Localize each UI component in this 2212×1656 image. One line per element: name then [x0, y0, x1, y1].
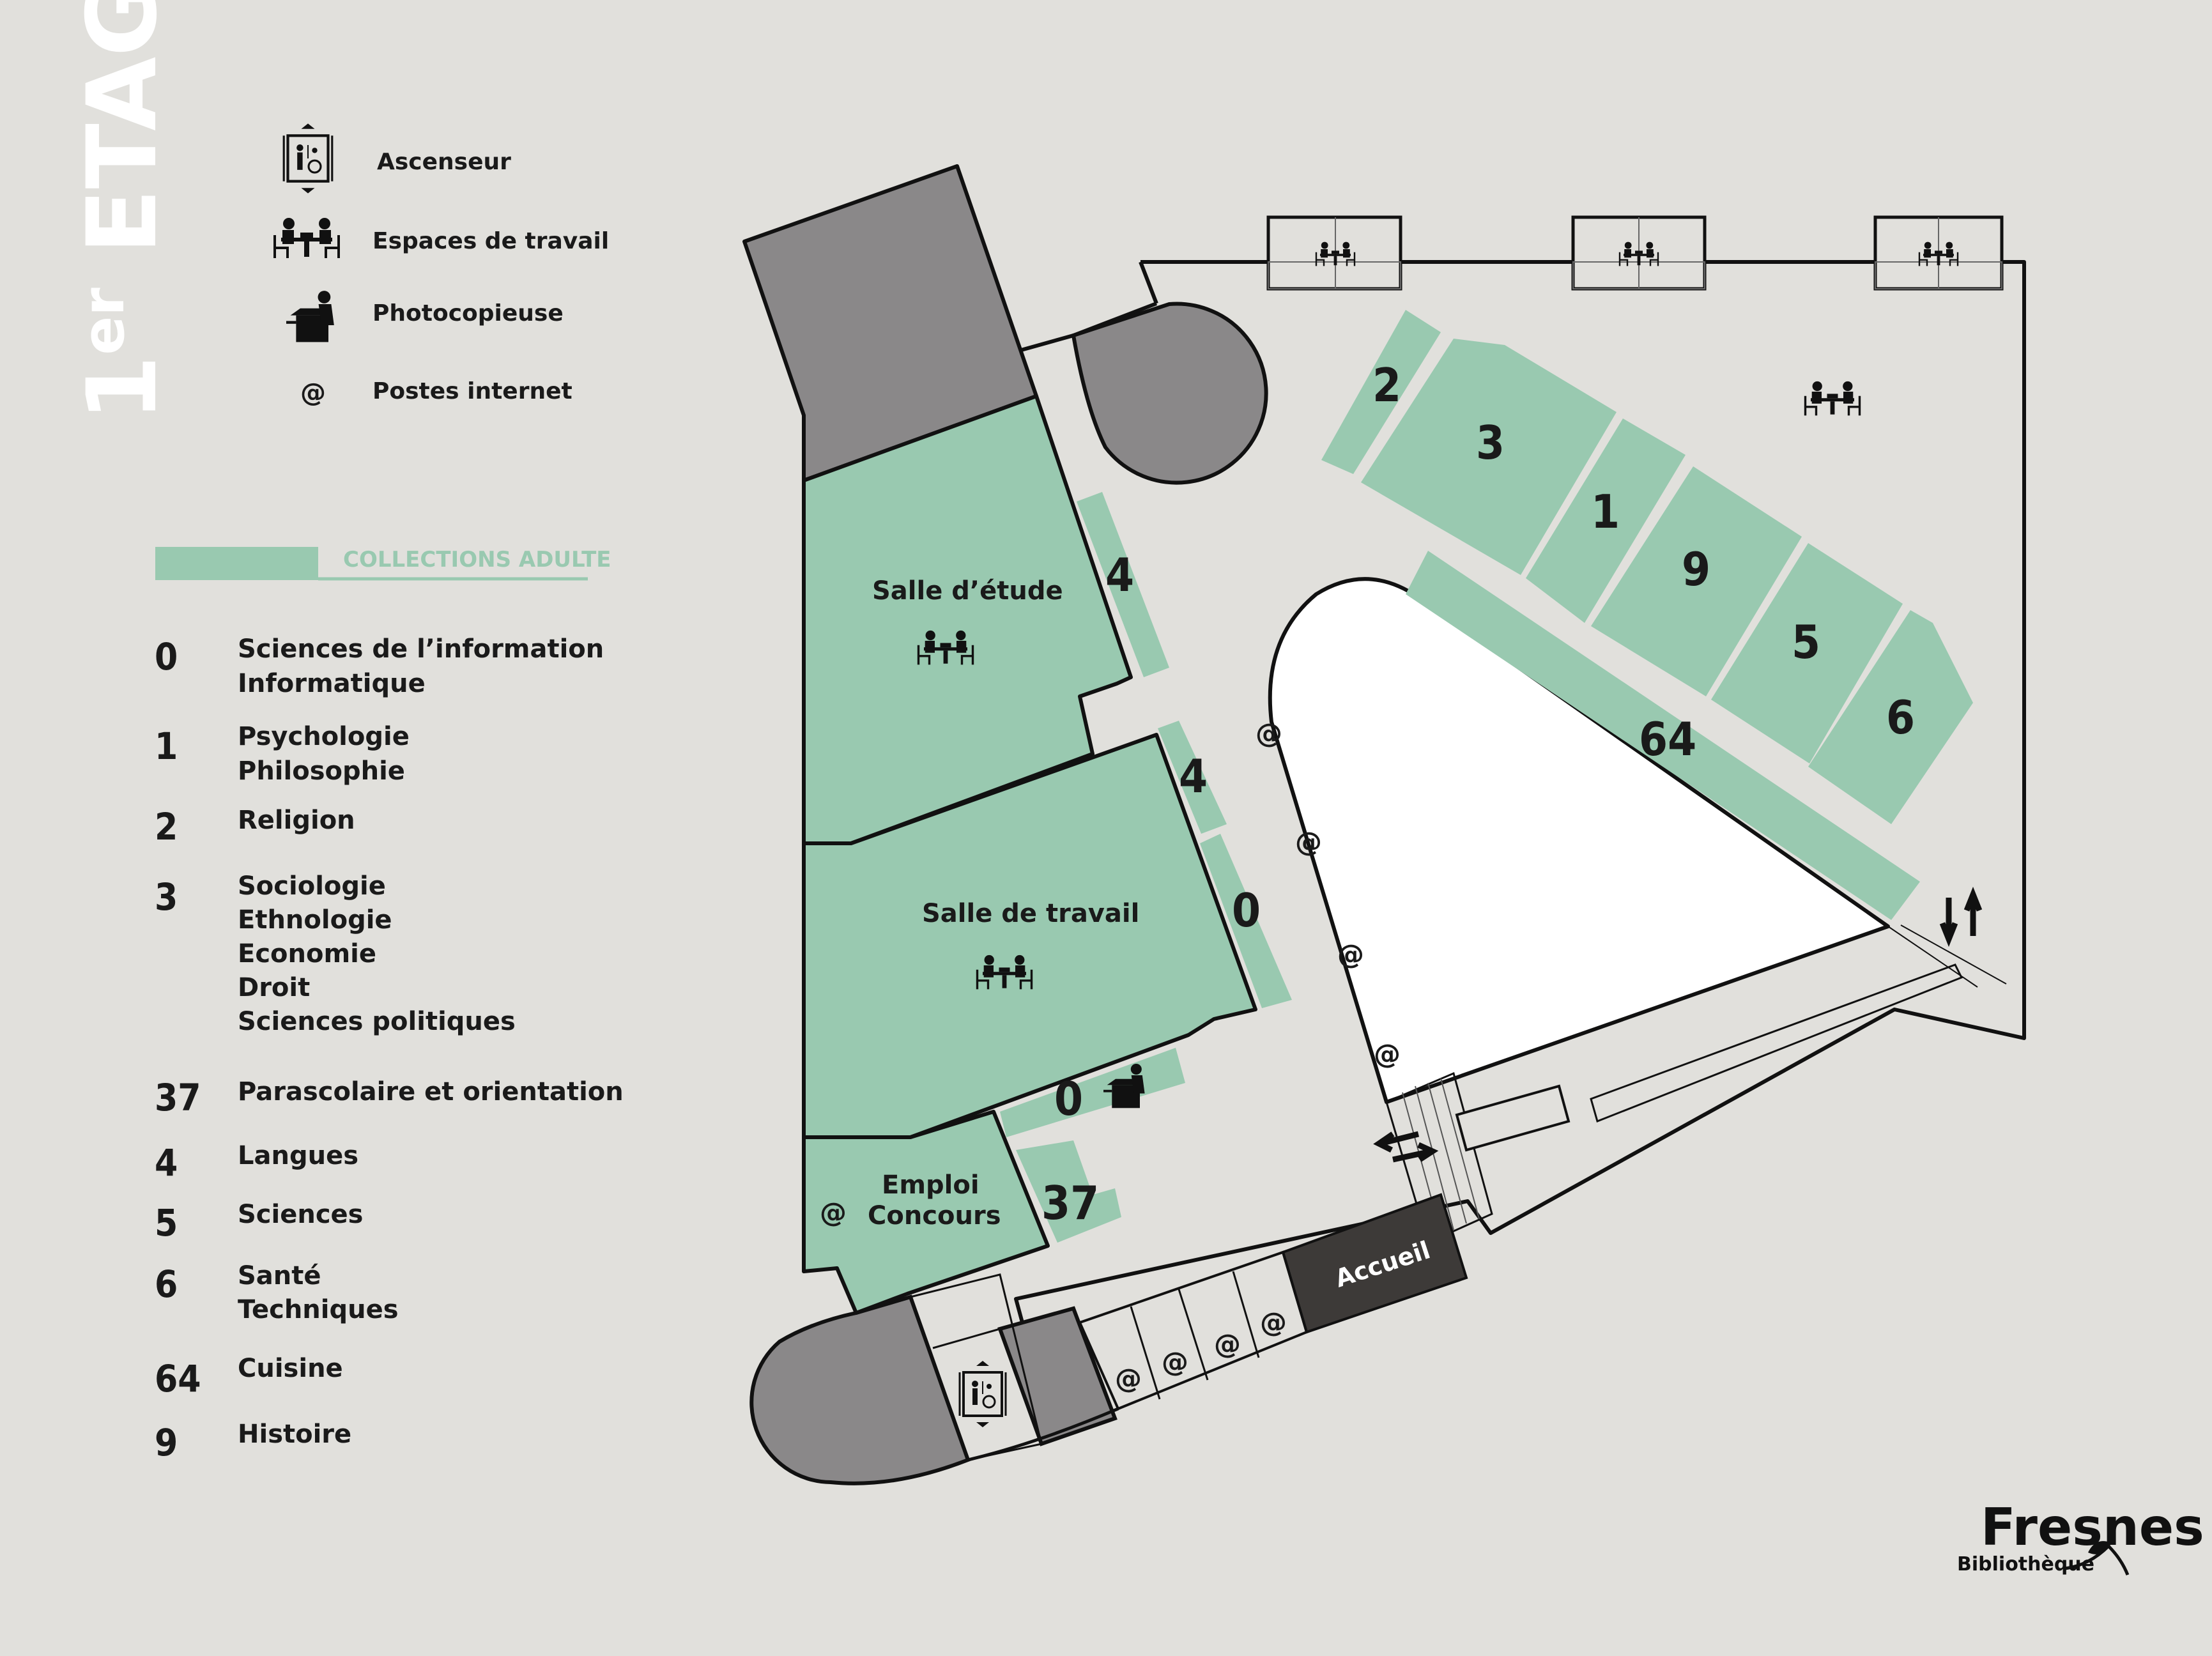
shelf-3 [1361, 339, 1617, 575]
at-icon: @ [1162, 1346, 1188, 1377]
collection-line: Informatique [238, 669, 426, 698]
workspace-icon [273, 217, 340, 259]
collection-line: Philosophie [238, 756, 405, 786]
room-label-salle-etude: Salle d’étude [872, 576, 1063, 606]
at-icon: @ [300, 378, 326, 408]
collection-line: Histoire [238, 1420, 351, 1449]
collection-code: 2 [155, 805, 178, 848]
shelf-label-9: 9 [1682, 542, 1710, 596]
legend-label-postes: Postes internet [373, 378, 572, 404]
shelf-0-upper [1200, 834, 1292, 1008]
ramp-line [1900, 924, 2007, 985]
collection-code: 3 [155, 875, 178, 919]
shelf-label-1: 1 [1591, 485, 1620, 539]
at-icon: @ [1214, 1328, 1241, 1360]
service-rotunda-south [749, 1294, 971, 1485]
room-label-emploi: Emploi [882, 1170, 979, 1200]
logo-subtitle: Bibliothèque [1957, 1553, 2094, 1575]
alcove-3 [1873, 215, 2004, 291]
service-rotunda-north [1071, 302, 1268, 485]
collection-code: 9 [155, 1421, 178, 1464]
alcove-1 [1266, 215, 1402, 291]
at-icon: @ [1295, 826, 1322, 857]
shelf-2 [1321, 310, 1441, 474]
collection-code: 5 [155, 1201, 178, 1245]
shelf-6 [1808, 610, 1973, 824]
collection-line: Cuisine [238, 1354, 343, 1383]
collection-code: 6 [155, 1262, 178, 1306]
collection-line: Economie [238, 939, 376, 969]
at-icon: @ [1256, 717, 1282, 749]
elevator-icon [284, 123, 332, 193]
photocopier-icon [286, 291, 334, 342]
shelf-4-lower [1158, 721, 1227, 834]
shelf-9 [1591, 466, 1802, 696]
room-label-salle-travail: Salle de travail [922, 899, 1139, 928]
shelf-label-0-lower: 0 [1054, 1072, 1083, 1126]
collection-code: 1 [155, 724, 178, 768]
shelf-5 [1711, 543, 1903, 763]
shelf-label-3: 3 [1476, 416, 1505, 470]
wall-segment [1139, 261, 1158, 305]
shelf-37 [1016, 1140, 1121, 1243]
collection-line: Langues [238, 1141, 358, 1170]
collections-list: 0 Sciences de l’information Informatique… [155, 634, 624, 1464]
floor-plan: Accueil 2 3 1 9 5 6 64 4 4 0 0 37 Salle … [742, 164, 2026, 1485]
internet-markers: @ @ @ @ @ @ @ @ @ [820, 717, 1401, 1394]
room-label-concours: Concours [868, 1201, 1001, 1230]
service-block-south [997, 1306, 1118, 1446]
collection-code: 64 [155, 1357, 201, 1400]
shelf-label-5: 5 [1792, 615, 1820, 669]
collection-line: Sciences de l’information [238, 634, 604, 664]
shelf-label-0-upper: 0 [1232, 884, 1261, 937]
collection-line: Religion [238, 806, 355, 835]
legend-label-photocopieuse: Photocopieuse [373, 300, 564, 326]
elevator-icon [958, 1360, 1007, 1429]
collection-line: Psychologie [238, 722, 410, 751]
collection-line: Ethnologie [238, 905, 392, 935]
alcove-2 [1571, 215, 1707, 291]
collection-line: Parascolaire et orientation [238, 1077, 624, 1107]
collection-line: Sciences [238, 1200, 363, 1229]
at-icon: @ [1374, 1038, 1401, 1070]
building-outline [1014, 260, 2026, 1323]
collection-line: Sociologie [238, 871, 386, 901]
atrium-void [1268, 577, 1890, 1104]
collection-code: 0 [155, 635, 178, 678]
legend-label-espaces: Espaces de travail [373, 228, 609, 254]
collection-line: Techniques [238, 1295, 399, 1324]
shelf-label-6: 6 [1886, 691, 1915, 744]
workspace-icon [1804, 380, 1861, 417]
floor-title: 1er ETAGE [67, 0, 178, 422]
collection-code: 37 [155, 1076, 201, 1119]
legend-label-ascenseur: Ascenseur [377, 149, 511, 175]
shelf-label-37: 37 [1041, 1176, 1099, 1230]
shelf-label-4-lower: 4 [1179, 749, 1208, 803]
shelf-label-64: 64 [1639, 712, 1696, 766]
shelf-4-upper [1077, 492, 1169, 677]
shelf-64 [1406, 551, 1920, 920]
collections-header: COLLECTIONS ADULTE [343, 547, 611, 572]
direction-arrows [1373, 886, 1983, 1163]
ramp-line [1887, 926, 1978, 988]
at-icon: @ [1115, 1363, 1142, 1394]
collections-swatch [155, 547, 318, 580]
internet-desks [909, 1250, 1309, 1462]
ramp-strip [1590, 963, 1963, 1123]
staircase [1385, 1071, 1571, 1245]
collection-line: Sciences politiques [238, 1007, 516, 1036]
at-icon: @ [820, 1197, 847, 1228]
at-icon: @ [1260, 1307, 1287, 1338]
legend-icons: Ascenseur Espaces de travail Photocopieu… [273, 123, 609, 408]
shelf-label-2: 2 [1372, 358, 1401, 412]
collection-code: 4 [155, 1141, 178, 1184]
collection-line: Droit [238, 973, 310, 1002]
room-emploi-concours [802, 1110, 1050, 1315]
shelf-label-4-upper: 4 [1105, 548, 1134, 602]
shelf-1 [1526, 418, 1686, 623]
collection-line: Santé [238, 1261, 321, 1291]
fresnes-logo: Fresnes Bibliothèque [1957, 1498, 2204, 1575]
at-icon: @ [1337, 939, 1364, 970]
